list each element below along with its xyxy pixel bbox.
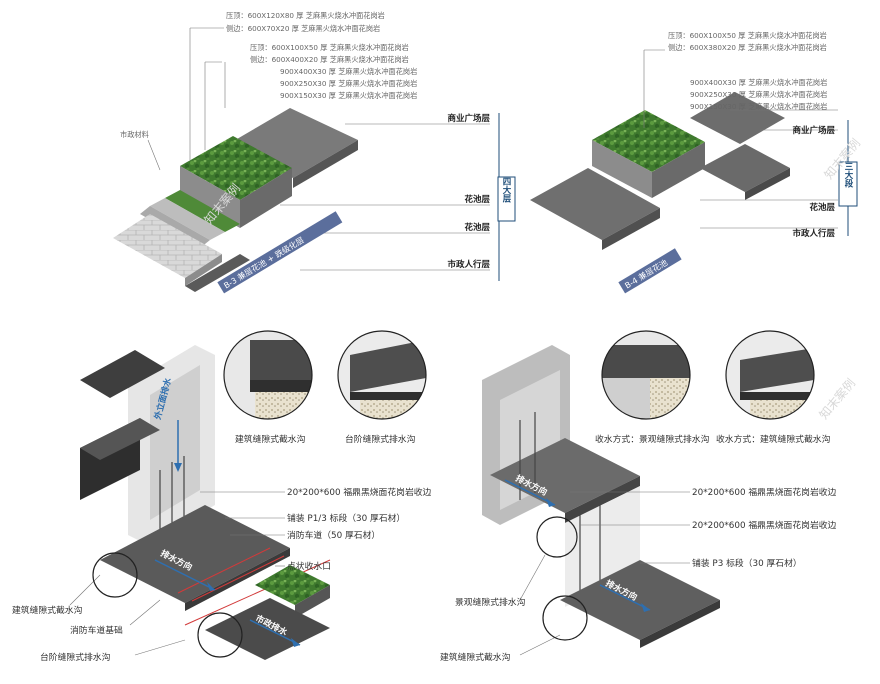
step-label-1: 900X400X30 厚 芝麻黑火烧水冲面花岗岩 [280,67,417,76]
layer-label-right-2: 花池层 [809,202,835,213]
total-tag-box [497,176,516,222]
callout-2: 铺装 P1/3 标段（30 厚石材） [287,512,405,524]
callout-1: 20*200*600 福鼎黑烧面花岗岩收边 [287,486,432,498]
planter-foliage [180,136,292,200]
cap-side-label: 侧边：600X70X20 厚 芝麻黑火烧水冲面花岗岩 [226,24,380,33]
cap-top-label-right: 压顶：600X100X50 厚 芝麻黑火烧水冲面花岗岩 [668,31,827,40]
bottom-left-diagram: 外立面排水 排水方向 市政排水 建筑缝隙式截水沟 台阶缝隙式排水沟 [12,330,432,663]
leaders-top-right [643,49,838,229]
callout-right-3: 铺装 P3 标段（30 厚石材） [692,557,802,569]
layer-label-3: 花池层 [464,222,490,233]
bottom-right-diagram: 排水方向 排水方向 收水方式：景观缝隙式排水沟 收水方式：建筑缝隙式截水沟 [440,330,837,663]
detail-circle-3 [601,330,691,420]
detail-circle-4 [725,330,815,420]
flow-arrow-left [154,559,216,591]
canopy-dark [80,350,165,398]
bottom-callout-2: 消防车道基础 [70,624,123,636]
facade-panel [150,365,200,520]
bottom-callout-1: 建筑缝隙式截水沟 [12,604,83,616]
layer-label-2: 花池层 [464,194,490,205]
detail-circle-1 [223,330,313,420]
planter-front-right [592,140,652,198]
layer-label-4: 市政人行层 [447,259,490,270]
detail-circle-2 [337,330,427,420]
mid-top-label: 压顶：600X100X50 厚 芝麻黑火烧水冲面花岗岩 [250,43,409,52]
cap-side-label-right: 侧边：600X380X20 厚 芝麻黑火烧水冲面花岗岩 [668,43,827,52]
gutter-circle-right-bottom [542,595,588,641]
top-right-diagram: 三大段 B-4 兼层花池 压顶：600X100X50 厚 芝麻黑火烧水冲面花岗岩… [530,31,858,294]
total-tag: 四大层 [501,177,512,203]
bottom-callout-3: 台阶缝隙式排水沟 [40,651,111,663]
bottom-callout-right-1: 景观缝隙式排水沟 [455,596,526,608]
base-slab [185,254,250,292]
gutter-circle-left [92,552,138,598]
plaza-lower-edge [745,168,790,200]
detail-caption-4: 收水方式：建筑缝隙式截水沟 [716,433,831,445]
planter-wall-right [652,142,705,198]
callout-3: 消防车道（50 厚石材） [287,529,380,541]
planter-foliage-right [592,110,705,172]
layer-label-1: 商业广场层 [447,113,490,124]
upper-slab [490,438,640,513]
lower-slab-edge [640,600,720,648]
callout-4: 点状收水口 [287,560,331,572]
banner-b4-text: B-4 兼层花池 [623,257,669,290]
planter-wall [240,168,292,228]
green-strip [165,190,240,232]
plaza-slab-edge [293,140,358,188]
municipal-edge [185,254,222,286]
walkway-right [530,168,660,240]
step-label-right-1: 900X400X30 厚 芝麻黑火烧水冲面花岗岩 [690,78,827,87]
flow-arrow-right-bottom [599,584,651,612]
step-label-right-3: 900X150X30 厚 芝麻黑火烧水冲面花岗岩 [690,102,827,111]
leaders-bottom-right [519,491,690,656]
wall-drain-arrow [174,420,182,472]
ground-slab [100,505,290,603]
detail-caption-2: 台阶缝隙式排水沟 [345,433,416,445]
top-left-diagram: 四大层 B-3 兼层花池 + 跌级化层 压顶：600X120X80 厚 芝麻黑火… [113,11,516,294]
fire-lane-line-3 [184,559,331,626]
lower-planter [255,565,330,605]
municipal-material-label: 市政材料 [120,130,149,139]
total-tag-right: 三大段 [843,162,853,188]
callout-right-2: 20*200*600 福鼎黑烧面花岗岩收边 [692,519,837,531]
layer-label-right-1: 商业广场层 [792,125,835,136]
mid-side-label: 侧边：600X400X20 厚 芝麻黑火烧水冲面花岗岩 [250,55,409,64]
step-label-right-2: 900X250X30 厚 芝麻黑火烧水冲面花岗岩 [690,90,827,99]
dark-volume-top [80,418,160,460]
callout-right-1: 20*200*600 福鼎黑烧面花岗岩收边 [692,486,837,498]
columns-right [519,412,601,600]
flow-arrow-right-top [504,479,556,507]
municipal-arrow [249,619,301,647]
upper-slab-edge [565,476,640,523]
bottom-callout-right-2: 建筑缝隙式截水沟 [440,651,511,663]
fire-lane-line-1 [177,547,271,594]
fire-lane-line-2 [191,555,285,602]
watermark-2: 知末案例 [816,376,858,422]
cap-top-label: 压顶：600X120X80 厚 芝麻黑火烧水冲面花岗岩 [226,11,385,20]
step-1 [150,198,225,240]
plaza-lower-right [700,144,790,192]
planter-wall-front [180,166,240,228]
detail-caption-1: 建筑缝隙式截水沟 [235,433,306,445]
detail-caption-3: 收水方式：景观缝隙式排水沟 [595,433,710,445]
municipal-paving [113,214,222,278]
gutter-circle-step [197,612,243,658]
plaza-slab-right [690,92,785,144]
lower-planter-edge [295,585,330,618]
layer-label-right-3: 市政人行层 [792,228,835,239]
total-tag-box-right [838,161,858,207]
leaders-top-left [147,27,490,271]
step-2 [140,206,210,248]
step-label-3: 900X150X30 厚 芝麻黑火烧水冲面花岗岩 [280,91,417,100]
banner-b4: B-4 兼层花池 [618,248,682,294]
walkway-edge-right [602,208,660,250]
leaders-bottom-left [69,491,285,656]
ground-edge [185,548,290,611]
step-label-2: 900X250X30 厚 芝麻黑火烧水冲面花岗岩 [280,79,417,88]
gutter-circle-right-top [536,516,578,558]
